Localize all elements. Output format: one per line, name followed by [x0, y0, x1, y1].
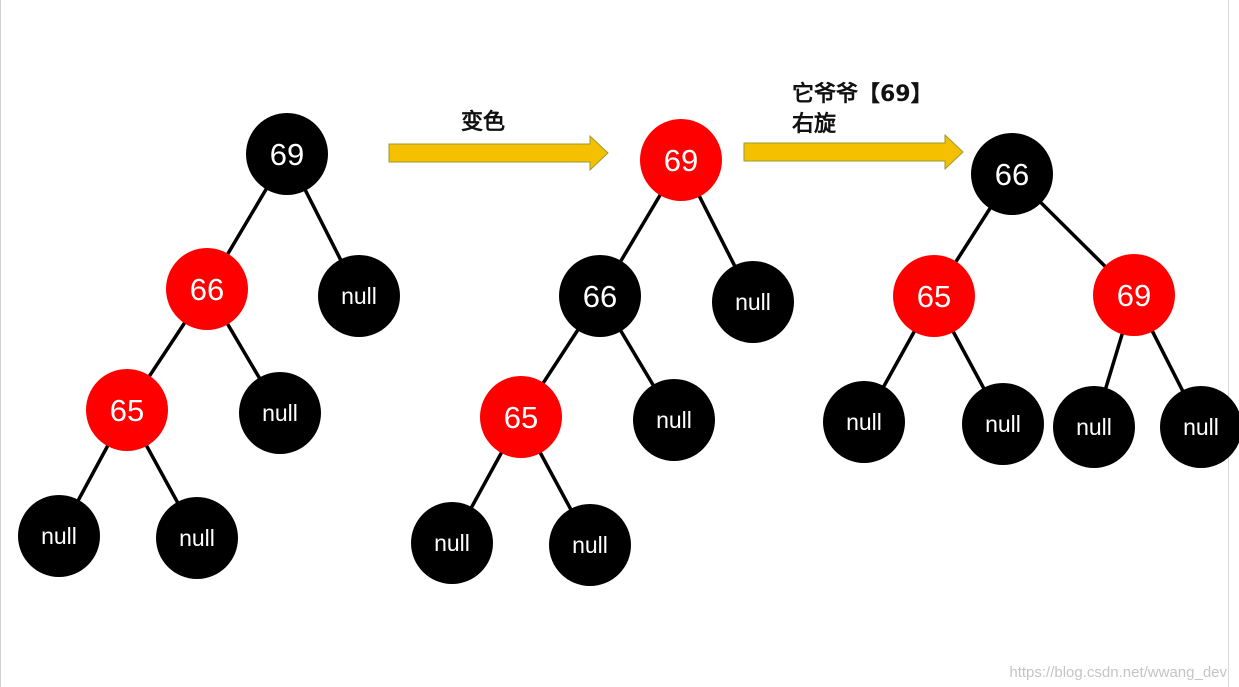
black-node-circle [633, 379, 715, 461]
black-node-circle [971, 133, 1053, 215]
node-label: 66 [190, 272, 224, 307]
node-label: 65 [917, 279, 951, 314]
red-node-circle [1093, 254, 1175, 336]
tree-node: 65 [893, 255, 975, 337]
step2-arrow [743, 133, 964, 171]
tree-node: null [633, 379, 715, 461]
node-label: null [341, 283, 377, 309]
black-node-circle [246, 113, 328, 195]
node-label: null [1183, 414, 1219, 440]
tree-node: null [156, 497, 238, 579]
node-label: null [846, 409, 882, 435]
tree-node: 69 [640, 119, 722, 201]
tree-node: 65 [480, 376, 562, 458]
node-label: 65 [110, 393, 144, 428]
tree-node: 69 [246, 113, 328, 195]
node-label: null [985, 411, 1021, 437]
black-node-circle [239, 372, 321, 454]
node-label: 69 [1117, 278, 1151, 313]
step-arrows [388, 133, 964, 172]
node-label: null [41, 523, 77, 549]
node-label: 66 [995, 157, 1029, 192]
tree-node: null [318, 255, 400, 337]
black-node-circle [549, 504, 631, 586]
black-node-circle [156, 497, 238, 579]
tree-node: null [1053, 386, 1135, 468]
node-label: null [572, 532, 608, 558]
black-node-circle [823, 381, 905, 463]
tree-node: 66 [971, 133, 1053, 215]
node-label: null [262, 400, 298, 426]
node-label: null [1076, 414, 1112, 440]
node-label: 69 [270, 137, 304, 172]
node-label: null [656, 407, 692, 433]
tree-node: null [549, 504, 631, 586]
step1-arrow [388, 134, 609, 172]
node-label: 65 [504, 400, 538, 435]
node-label: 69 [664, 143, 698, 178]
tree-node: null [712, 261, 794, 343]
tree-node: null [1160, 386, 1239, 468]
tree-node: null [823, 381, 905, 463]
red-node-circle [166, 248, 248, 330]
tree-node: null [962, 383, 1044, 465]
black-node-circle [18, 495, 100, 577]
red-node-circle [893, 255, 975, 337]
black-node-circle [318, 255, 400, 337]
tree-node: 66 [166, 248, 248, 330]
node-label: 66 [583, 279, 617, 314]
tree-node: 66 [559, 255, 641, 337]
tree-edges [57, 153, 1203, 546]
tree-node: null [239, 372, 321, 454]
step1-label: 变色 [461, 110, 506, 135]
node-label: null [735, 289, 771, 315]
tree-node: 65 [86, 369, 168, 451]
black-node-circle [962, 383, 1044, 465]
right-border [1228, 0, 1229, 687]
black-node-circle [1053, 386, 1135, 468]
node-label: null [434, 530, 470, 556]
black-node-circle [411, 502, 493, 584]
tree-node: null [411, 502, 493, 584]
tree-node: 69 [1093, 254, 1175, 336]
tree-node: null [18, 495, 100, 577]
node-label: null [179, 525, 215, 551]
red-node-circle [480, 376, 562, 458]
step2-label-line2: 右旋 [792, 112, 837, 137]
black-node-circle [1160, 386, 1239, 468]
left-border [0, 0, 1, 687]
red-node-circle [86, 369, 168, 451]
watermark: https://blog.csdn.net/wwang_dev [1009, 664, 1227, 681]
step2-label-line1: 它爷爷【69】 [792, 82, 933, 107]
red-node-circle [640, 119, 722, 201]
tree-nodes: 69 66 null 65 null null null 69 66 null 65 null null… [18, 113, 1239, 586]
black-node-circle [559, 255, 641, 337]
black-node-circle [712, 261, 794, 343]
